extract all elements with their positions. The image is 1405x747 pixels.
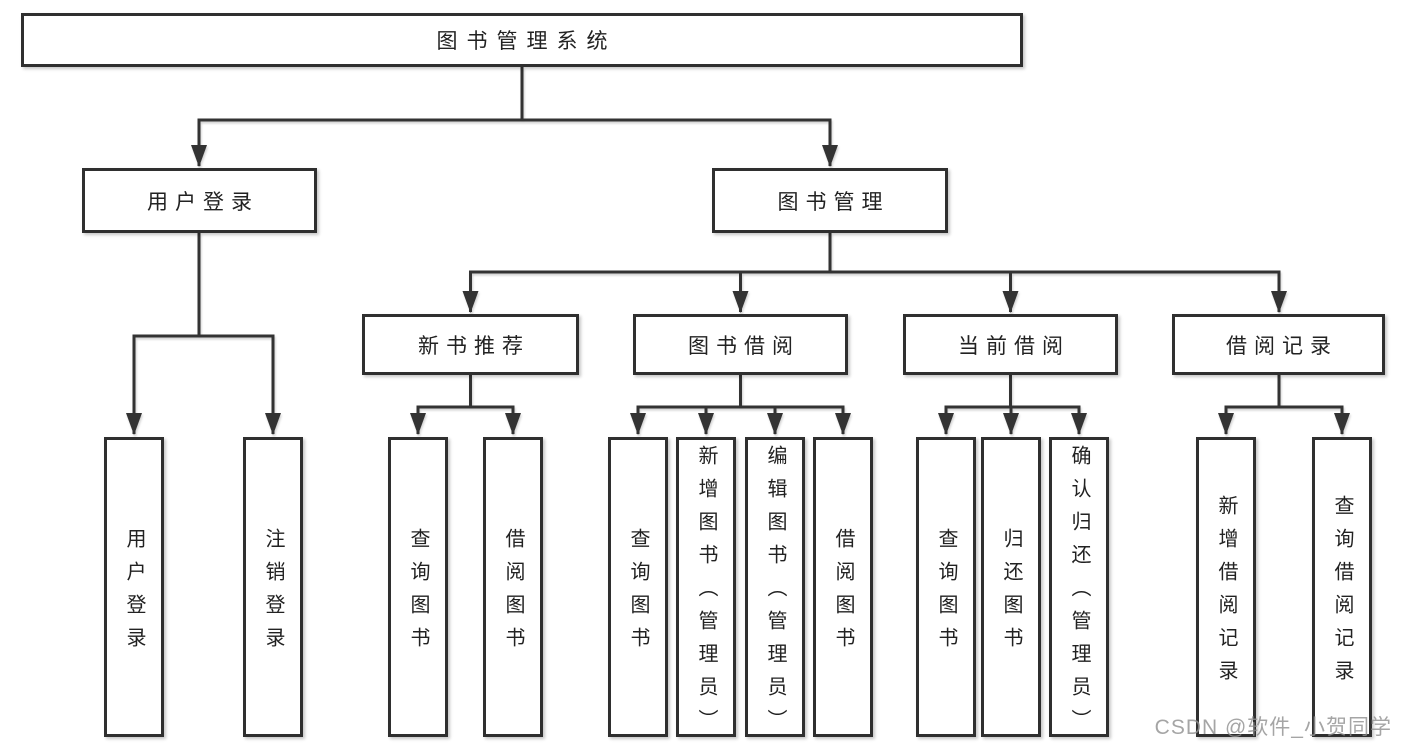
node-label: 确认归还（管理员） [1068, 445, 1090, 742]
node-label: 用户登录 [123, 527, 145, 660]
leaf-query-books-recommend: 查询图书 [388, 437, 448, 737]
node-current-borrowing: 当前借阅 [903, 314, 1118, 375]
node-label: 图书借阅 [688, 334, 800, 358]
leaf-user-login: 用户登录 [104, 437, 164, 737]
leaf-edit-books-admin: 编辑图书（管理员） [745, 437, 805, 742]
leaf-add-books-admin: 新增图书（管理员） [676, 437, 736, 742]
node-label: 用户登录 [147, 190, 259, 214]
leaf-query-borrow-record: 查询借阅记录 [1312, 437, 1372, 737]
node-label: 新增借阅记录 [1215, 494, 1237, 693]
node-label: 图书管理 [777, 190, 890, 214]
node-book-management: 图书管理 [712, 168, 948, 233]
node-label: 新书推荐 [418, 334, 530, 358]
node-label: 当前借阅 [958, 334, 1070, 358]
node-new-book-recommend: 新书推荐 [362, 314, 579, 375]
node-label: 查询图书 [627, 527, 649, 660]
node-label: 查询借阅记录 [1331, 494, 1353, 693]
leaf-return-books: 归还图书 [981, 437, 1041, 737]
node-label: 新增图书（管理员） [695, 445, 717, 742]
leaf-borrow-books-recommend: 借阅图书 [483, 437, 543, 737]
node-library-management-system: 图书管理系统 [21, 13, 1023, 67]
leaf-logout: 注销登录 [243, 437, 303, 737]
leaf-add-borrow-record: 新增借阅记录 [1196, 437, 1256, 737]
leaf-borrow-books: 借阅图书 [813, 437, 873, 737]
node-book-borrowing: 图书借阅 [633, 314, 848, 375]
node-borrowing-records: 借阅记录 [1172, 314, 1385, 375]
node-label: 借阅记录 [1226, 334, 1338, 358]
csdn-watermark: CSDN @软件_小贺同学 [1154, 716, 1392, 739]
node-label: 编辑图书（管理员） [764, 445, 786, 742]
node-label: 查询图书 [407, 527, 429, 660]
node-label: 查询图书 [935, 527, 957, 660]
node-label: 图书管理系统 [436, 30, 617, 53]
node-label: 归还图书 [1000, 527, 1022, 660]
node-label: 借阅图书 [832, 527, 854, 660]
node-label: 借阅图书 [502, 527, 524, 660]
leaf-confirm-return-admin: 确认归还（管理员） [1049, 437, 1109, 742]
leaf-query-books-current: 查询图书 [916, 437, 976, 737]
node-label: 注销登录 [262, 527, 284, 660]
node-user-login-group: 用户登录 [82, 168, 317, 233]
leaf-query-books-borrowing: 查询图书 [608, 437, 668, 737]
